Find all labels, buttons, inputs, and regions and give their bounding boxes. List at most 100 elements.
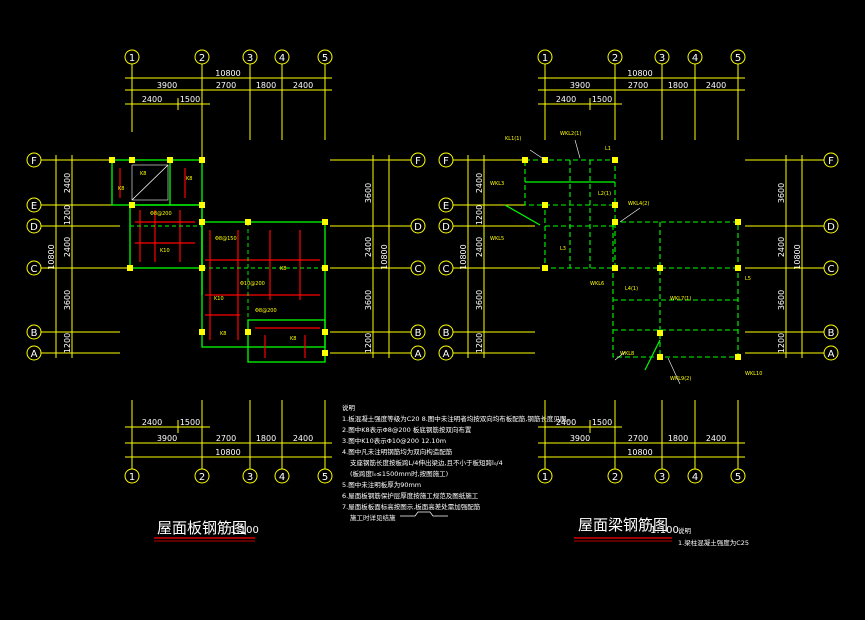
svg-text:WKL2(1): WKL2(1) xyxy=(560,131,581,137)
dim-4-bottom-r: 2400 xyxy=(706,434,726,443)
axis-label-C-left: C xyxy=(31,264,38,275)
axis-label-4-bottom: 4 xyxy=(279,472,285,483)
axis-label-5-bottom-r: 5 xyxy=(735,472,741,483)
svg-text:Φ8@200: Φ8@200 xyxy=(150,211,172,217)
dim-4-top: 2400 xyxy=(293,81,313,90)
vdim-left-total: 10800 xyxy=(47,244,56,269)
svg-text:WKL5: WKL5 xyxy=(490,236,504,242)
svg-text:WKL10: WKL10 xyxy=(745,371,762,377)
dim-1-bottom: 3900 xyxy=(157,434,177,443)
vdim-right-3-r: 3600 xyxy=(777,290,786,310)
vdim-right-4-r: 1200 xyxy=(777,333,786,353)
dim-sub-2-bottom: 1500 xyxy=(180,418,200,427)
dim-sub-1-top-r: 2400 xyxy=(556,95,576,104)
dim-2-top: 2700 xyxy=(216,81,236,90)
svg-text:WKL9(2): WKL9(2) xyxy=(670,376,691,382)
svg-text:L1: L1 xyxy=(605,146,611,152)
dim-1-bottom-r: 3900 xyxy=(570,434,590,443)
axis-label-5-top: 5 xyxy=(322,53,328,64)
note-line-4a: 支座钢筋长度按板跨L/4伸出梁边,且不小于板短跨l₀/4 xyxy=(350,458,503,467)
axis-label-2-top-r: 2 xyxy=(612,53,618,64)
dim-1-top: 3900 xyxy=(157,81,177,90)
left-scale: 1:100 xyxy=(230,525,259,536)
svg-text:WKL7(1): WKL7(1) xyxy=(670,296,691,302)
axis-label-1-top: 1 xyxy=(129,53,135,64)
dim-3-top-r: 1800 xyxy=(668,81,688,90)
axis-label-A-right: A xyxy=(415,349,422,360)
axis-label-C-right: C xyxy=(415,264,422,275)
vdim-left-1: 2400 xyxy=(63,173,72,193)
vdim-left-total-r: 10800 xyxy=(459,244,468,269)
svg-text:K8: K8 xyxy=(220,331,226,337)
vdim-left-1-r: 2400 xyxy=(475,173,484,193)
dim-total-top-r: 10800 xyxy=(627,69,652,78)
dim-total-bottom-r: 10800 xyxy=(627,448,652,457)
axis-label-3-top-r: 3 xyxy=(659,53,665,64)
axis-label-3-bottom-r: 3 xyxy=(659,472,665,483)
right-note-1: 1.梁柱混凝土强度为C25 xyxy=(678,538,749,547)
vdim-left-4-r: 3600 xyxy=(475,290,484,310)
axis-label-D-right-r: D xyxy=(827,222,835,233)
svg-text:L4(1): L4(1) xyxy=(625,286,638,292)
dim-2-top-r: 2700 xyxy=(628,81,648,90)
right-title: 屋面梁钢筋图 xyxy=(578,516,668,534)
dim-4-top-r: 2400 xyxy=(706,81,726,90)
note-line-5: 5.图中未注明板厚为90mm xyxy=(342,480,421,489)
axis-label-5-top-r: 5 xyxy=(735,53,741,64)
axis-label-A-left: A xyxy=(31,349,38,360)
vdim-right-3: 3600 xyxy=(364,290,373,310)
axis-label-1-top-r: 1 xyxy=(542,53,548,64)
axis-label-B-left-r: B xyxy=(443,328,450,339)
svg-text:WKL3: WKL3 xyxy=(490,181,504,187)
dim-sub-1-bottom-r: 2400 xyxy=(556,418,576,427)
svg-text:Φ10@200: Φ10@200 xyxy=(240,281,265,287)
left-dimensions: 10800 3900 2700 1800 2400 2400 1500 2400… xyxy=(47,69,389,457)
svg-text:K10: K10 xyxy=(160,248,170,254)
vdim-right-total: 10800 xyxy=(380,244,389,269)
axis-label-F-right: F xyxy=(415,156,421,167)
vdim-right-1-r: 3600 xyxy=(777,183,786,203)
axis-label-B-right: B xyxy=(415,328,422,339)
svg-text:K8: K8 xyxy=(290,336,296,342)
axis-label-1-bottom: 1 xyxy=(129,472,135,483)
svg-text:Φ8@200: Φ8@200 xyxy=(255,308,277,314)
dim-2-bottom-r: 2700 xyxy=(628,434,648,443)
note-line-7: 7.屋面板板面标高按图示,板面高差处需加强配筋 xyxy=(342,502,481,511)
axis-label-1-bottom-r: 1 xyxy=(542,472,548,483)
svg-text:L5: L5 xyxy=(745,276,751,282)
axis-label-E-left: E xyxy=(31,201,37,212)
vdim-right-4: 1200 xyxy=(364,333,373,353)
svg-text:K8: K8 xyxy=(186,176,192,182)
dim-3-bottom: 1800 xyxy=(256,434,276,443)
notes-title: 说明 xyxy=(342,403,356,412)
dim-sub-1-bottom: 2400 xyxy=(142,418,162,427)
svg-text:KL1(1): KL1(1) xyxy=(505,136,521,142)
axis-label-2-bottom-r: 2 xyxy=(612,472,618,483)
left-axis-labels: 1 2 3 4 5 1 2 3 4 5 F E D C B A F D C B … xyxy=(30,53,422,483)
dim-sub-1-top: 2400 xyxy=(142,95,162,104)
axis-label-4-top: 4 xyxy=(279,53,285,64)
svg-text:K8: K8 xyxy=(280,266,286,272)
axis-label-4-top-r: 4 xyxy=(692,53,698,64)
dim-total-bottom: 10800 xyxy=(215,448,240,457)
axis-label-F-left: F xyxy=(31,156,37,167)
axis-label-2-top: 2 xyxy=(199,53,205,64)
axis-label-3-top: 3 xyxy=(247,53,253,64)
axis-label-E-left-r: E xyxy=(443,201,449,212)
dim-sub-2-top: 1500 xyxy=(180,95,200,104)
vdim-right-1: 3600 xyxy=(364,183,373,203)
dim-sub-2-bottom-r: 1500 xyxy=(592,418,612,427)
dim-4-bottom: 2400 xyxy=(293,434,313,443)
vdim-left-5-r: 1200 xyxy=(475,333,484,353)
axis-label-4-bottom-r: 4 xyxy=(692,472,698,483)
dim-2-bottom: 2700 xyxy=(216,434,236,443)
dim-3-bottom-r: 1800 xyxy=(668,434,688,443)
right-scale: 1:100 xyxy=(650,525,679,536)
vdim-left-5: 1200 xyxy=(63,333,72,353)
axis-label-D-right: D xyxy=(414,222,422,233)
svg-text:K8: K8 xyxy=(140,171,146,177)
axis-label-5-bottom: 5 xyxy=(322,472,328,483)
